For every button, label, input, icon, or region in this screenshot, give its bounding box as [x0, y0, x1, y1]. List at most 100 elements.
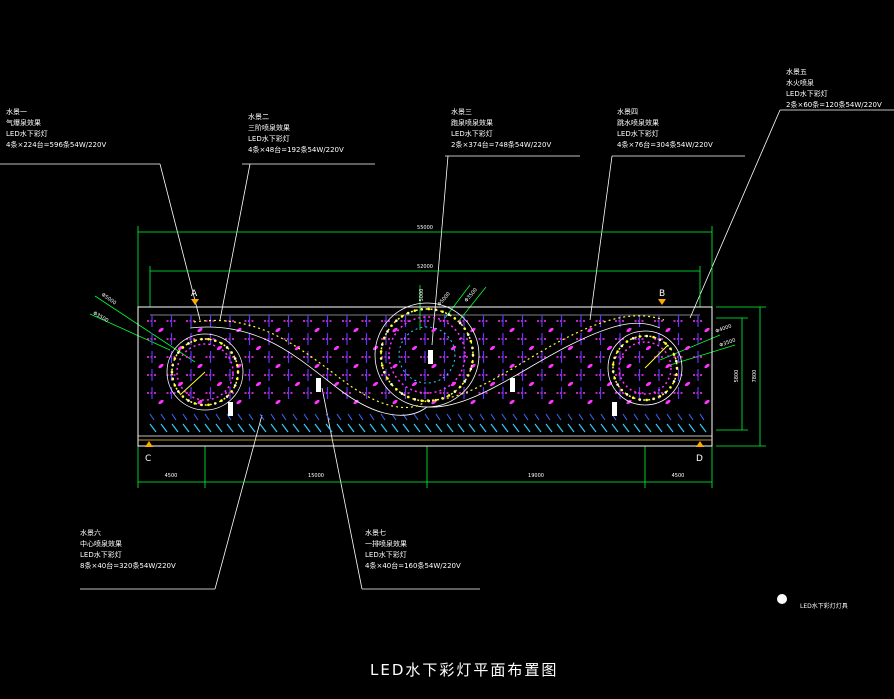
jet-nozzle: [160, 413, 166, 421]
led-lamp: [314, 399, 320, 405]
led-lamp: [353, 399, 359, 405]
jet-nozzle: [633, 423, 641, 433]
note-waterscape-2: 水景二 三阶喷泉效果 LED水下彩灯 4条×48台=192条54W/220V: [248, 112, 344, 156]
led-lamp: [489, 345, 496, 351]
note-1-line-1: 水景一: [6, 108, 27, 116]
led-lamp: [197, 363, 203, 369]
jet-nozzle: [248, 423, 256, 433]
note-2-line-2: 三阶喷泉效果: [248, 124, 290, 132]
led-lamp: [665, 327, 671, 333]
led-lamp: [275, 327, 281, 333]
note-3-line-1: 水景三: [451, 108, 472, 116]
jet-nozzle: [369, 423, 377, 433]
ring-lamp: [458, 321, 462, 325]
note-5-line-2: 水火喷泉: [786, 79, 814, 87]
jet-nozzle: [358, 413, 364, 421]
note-6-line-3: LED水下彩灯: [80, 551, 122, 559]
legend-label: LED水下彩灯灯具: [800, 603, 848, 610]
jet-nozzle: [259, 413, 265, 421]
note-4-line-1: 水景四: [617, 108, 638, 116]
ring-lamp: [386, 330, 389, 333]
note-5-line-1: 水景五: [786, 68, 807, 76]
jet-nozzle: [402, 423, 410, 433]
note-5-line-4: 2条×60条=120条54W/220V: [786, 101, 882, 109]
jet-nozzle: [413, 423, 421, 433]
led-lamp: [626, 363, 632, 369]
dim-diameter-1: Φ5000: [100, 292, 117, 306]
jet-nozzle: [644, 413, 650, 421]
led-lamp: [606, 345, 613, 351]
led-lamp: [353, 327, 359, 333]
jet-nozzle: [479, 423, 487, 433]
jet-nozzle: [501, 423, 509, 433]
axis-d-label: D: [696, 454, 703, 464]
note-1-line-4: 4条×224台=596条54W/220V: [6, 141, 107, 149]
led-lamp: [684, 345, 691, 351]
ring-lamp: [379, 350, 383, 353]
jet-nozzle: [490, 423, 498, 433]
jet-nozzle: [270, 413, 276, 421]
ring-lamp: [645, 398, 649, 402]
jet-nozzle: [369, 413, 375, 421]
led-lamp: [431, 363, 437, 369]
jet-nozzle: [347, 413, 353, 421]
led-lamp: [411, 381, 418, 387]
jet-nozzle: [391, 423, 399, 433]
led-lamp: [470, 363, 476, 369]
jet-nozzle: [589, 413, 595, 421]
dimension-lines: [89, 226, 766, 488]
jet-nozzle: [578, 413, 584, 421]
jet-nozzle: [556, 423, 564, 433]
led-lamp: [587, 327, 593, 333]
ring-lamp: [380, 364, 384, 367]
led-lamp: [528, 345, 535, 351]
dim-bottom-1: 4500: [165, 473, 178, 479]
ring-lamp: [616, 383, 619, 386]
jet-nozzle: [567, 423, 575, 433]
dim-center-height: 5000: [419, 289, 425, 302]
pool-outline: [137, 306, 713, 447]
jet-nozzle: [512, 423, 520, 433]
jet-nozzle: [204, 413, 210, 421]
note-2-line-3: LED水下彩灯: [248, 135, 290, 143]
led-lamp: [548, 363, 554, 369]
led-lamp: [197, 327, 203, 333]
fountain-rings: [166, 302, 683, 416]
jet-nozzle: [336, 413, 342, 421]
jet-nozzle: [567, 413, 573, 421]
jet-nozzle: [336, 423, 344, 433]
dim-right-outer: 7800: [752, 370, 758, 383]
jet-nozzle: [699, 423, 707, 433]
led-lamp: [236, 327, 242, 333]
jet-nozzle: [600, 413, 606, 421]
led-lamp: [158, 399, 164, 405]
led-lamp: [333, 381, 340, 387]
jet-nozzle: [171, 413, 177, 421]
jet-nozzle: [655, 413, 661, 421]
led-lamp: [158, 327, 164, 333]
note-6-line-2: 中心喷泉效果: [80, 540, 122, 548]
jet-nozzle: [182, 413, 188, 421]
axis-c-label: C: [145, 454, 151, 464]
jet-nozzle: [424, 423, 432, 433]
led-lamp: [509, 363, 515, 369]
jet-nozzle: [204, 423, 212, 433]
jet-nozzle: [292, 413, 298, 421]
jet-nozzle: [149, 413, 155, 421]
jet-nozzle: [611, 423, 619, 433]
dim-bottom-2: 15000: [308, 473, 324, 479]
led-lamp: [470, 399, 476, 405]
jet-nozzle: [545, 423, 553, 433]
led-lamp: [411, 345, 418, 351]
note-waterscape-4: 水景四 跳水喷泉效果 LED水下彩灯 4条×76台=304条54W/220V: [617, 107, 713, 151]
led-lamp: [684, 381, 691, 387]
note-5-line-3: LED水下彩灯: [786, 90, 828, 98]
led-lamp: [294, 381, 301, 387]
jet-nozzle: [688, 413, 694, 421]
nozzle-markers: [228, 350, 617, 416]
jet-nozzle: [215, 423, 223, 433]
jet-nozzle: [358, 423, 366, 433]
jet-nozzle: [292, 423, 300, 433]
ring-lamp: [664, 342, 668, 345]
jet-nozzle: [314, 413, 320, 421]
